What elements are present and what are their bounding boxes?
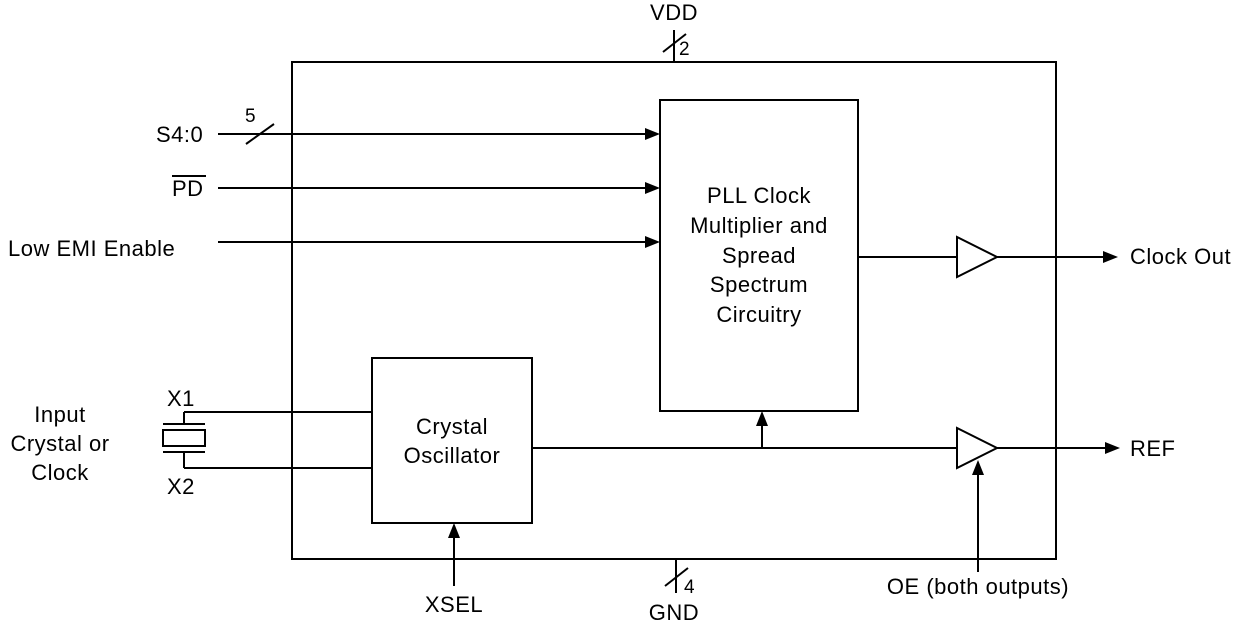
power-down-label: PD	[172, 176, 204, 201]
select-input: S4:0 5	[156, 106, 660, 147]
select-bus-width: 5	[245, 106, 256, 127]
output-enable-arrowhead	[972, 460, 984, 475]
vdd-supply: VDD 2	[650, 0, 698, 62]
gnd-label: GND	[649, 600, 699, 623]
ref-arrowhead	[1105, 442, 1120, 454]
clock-out-arrowhead	[1103, 251, 1118, 263]
select-bus-slash	[245, 123, 275, 145]
xsel-label: XSEL	[425, 592, 483, 617]
gnd-supply: 4 GND	[649, 559, 699, 623]
low-emi-input: Low EMI Enable	[8, 236, 660, 261]
select-label: S4:0	[156, 122, 203, 147]
crystal-caption-line-1: Input	[34, 402, 85, 427]
ref-buffer	[956, 426, 1000, 470]
vdd-label: VDD	[650, 0, 698, 25]
select-arrowhead	[645, 128, 660, 140]
pll-block-line-4: Spectrum	[710, 272, 808, 297]
pll-block-line-2: Multiplier and	[690, 213, 828, 238]
crystal-caption-line-3: Clock	[31, 460, 89, 485]
crystal-body	[162, 429, 206, 447]
vdd-bus-width: 2	[679, 39, 690, 60]
xsel-input: XSEL	[425, 523, 483, 617]
pll-block: PLL Clock Multiplier and Spread Spectrum…	[659, 99, 859, 412]
crystal-caption-line-2: Crystal or	[10, 431, 109, 456]
output-enable-input: OE (both outputs)	[887, 460, 1069, 599]
clock-out-label: Clock Out	[1130, 244, 1231, 269]
oscillator-to-pll-arrowhead	[756, 411, 768, 426]
pll-block-line-5: Circuitry	[716, 302, 801, 327]
ref-path: REF	[532, 411, 1176, 470]
power-down-arrowhead	[645, 182, 660, 194]
oscillator-block-line-1: Crystal	[416, 414, 488, 439]
pll-block-box	[659, 99, 859, 412]
oscillator-block: Crystal Oscillator	[371, 357, 533, 524]
power-down-input: PD	[172, 175, 660, 201]
x1-pin-label: X1	[167, 386, 195, 411]
gnd-bus-width: 4	[684, 577, 695, 598]
x2-pin-label: X2	[167, 474, 195, 499]
low-emi-label: Low EMI Enable	[8, 236, 175, 261]
oscillator-block-box	[371, 357, 533, 524]
vdd-bus-slash	[662, 33, 687, 53]
oscillator-block-line-2: Oscillator	[404, 443, 501, 468]
crystal-input: Input Crystal or Clock X1 X2	[10, 386, 372, 499]
xsel-arrowhead	[448, 523, 460, 538]
pll-block-line-1: PLL Clock	[707, 183, 811, 208]
clock-out-path: Clock Out	[858, 235, 1231, 279]
output-enable-label: OE (both outputs)	[887, 574, 1069, 599]
gnd-bus-slash	[664, 567, 689, 587]
ref-label: REF	[1130, 436, 1176, 461]
low-emi-arrowhead	[645, 236, 660, 248]
pll-block-line-3: Spread	[722, 243, 796, 268]
clock-out-buffer	[956, 235, 1000, 279]
